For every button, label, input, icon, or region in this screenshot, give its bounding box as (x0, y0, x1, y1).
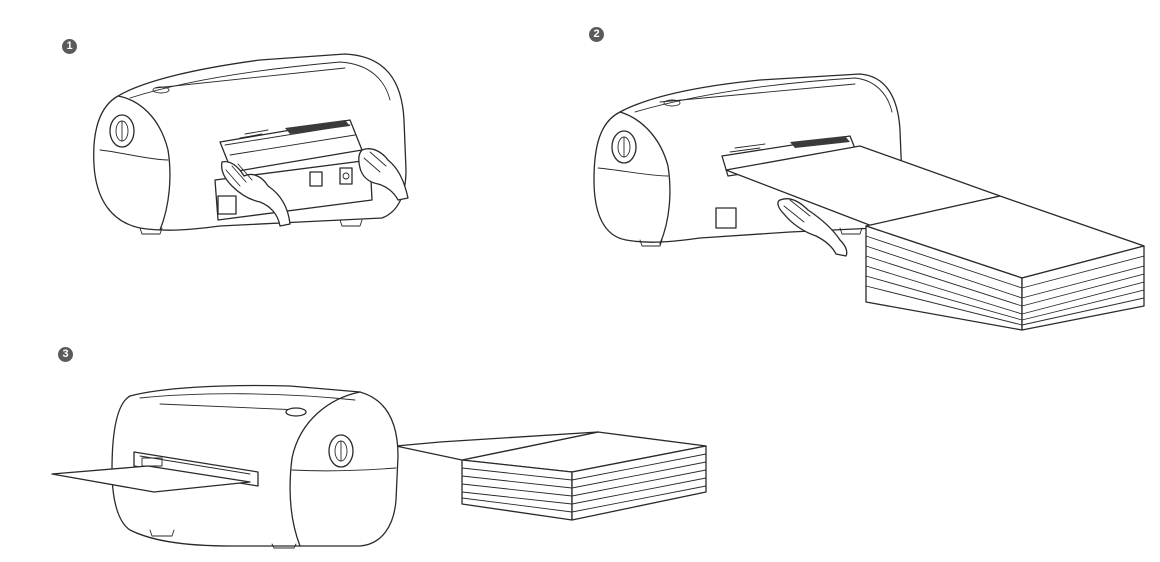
step-3-rear-paper (395, 431, 599, 461)
step-2-illustration (593, 73, 1145, 331)
step-3-printer (111, 384, 399, 549)
step-1-left-hand (220, 160, 291, 227)
step-1-illustration (93, 53, 409, 235)
step-1-right-hand (358, 148, 409, 201)
step-2-badge: 2 (589, 27, 604, 42)
step-2-paper-stack (865, 195, 1145, 331)
step-1-printer (93, 53, 407, 235)
step-3-paper-stack (461, 431, 707, 521)
step-3-illustration (51, 384, 707, 549)
step-3-output-paper (51, 465, 251, 493)
step-3-badge: 3 (58, 347, 73, 362)
step-1-badge: 1 (62, 39, 77, 54)
step-2-hand (777, 198, 848, 257)
